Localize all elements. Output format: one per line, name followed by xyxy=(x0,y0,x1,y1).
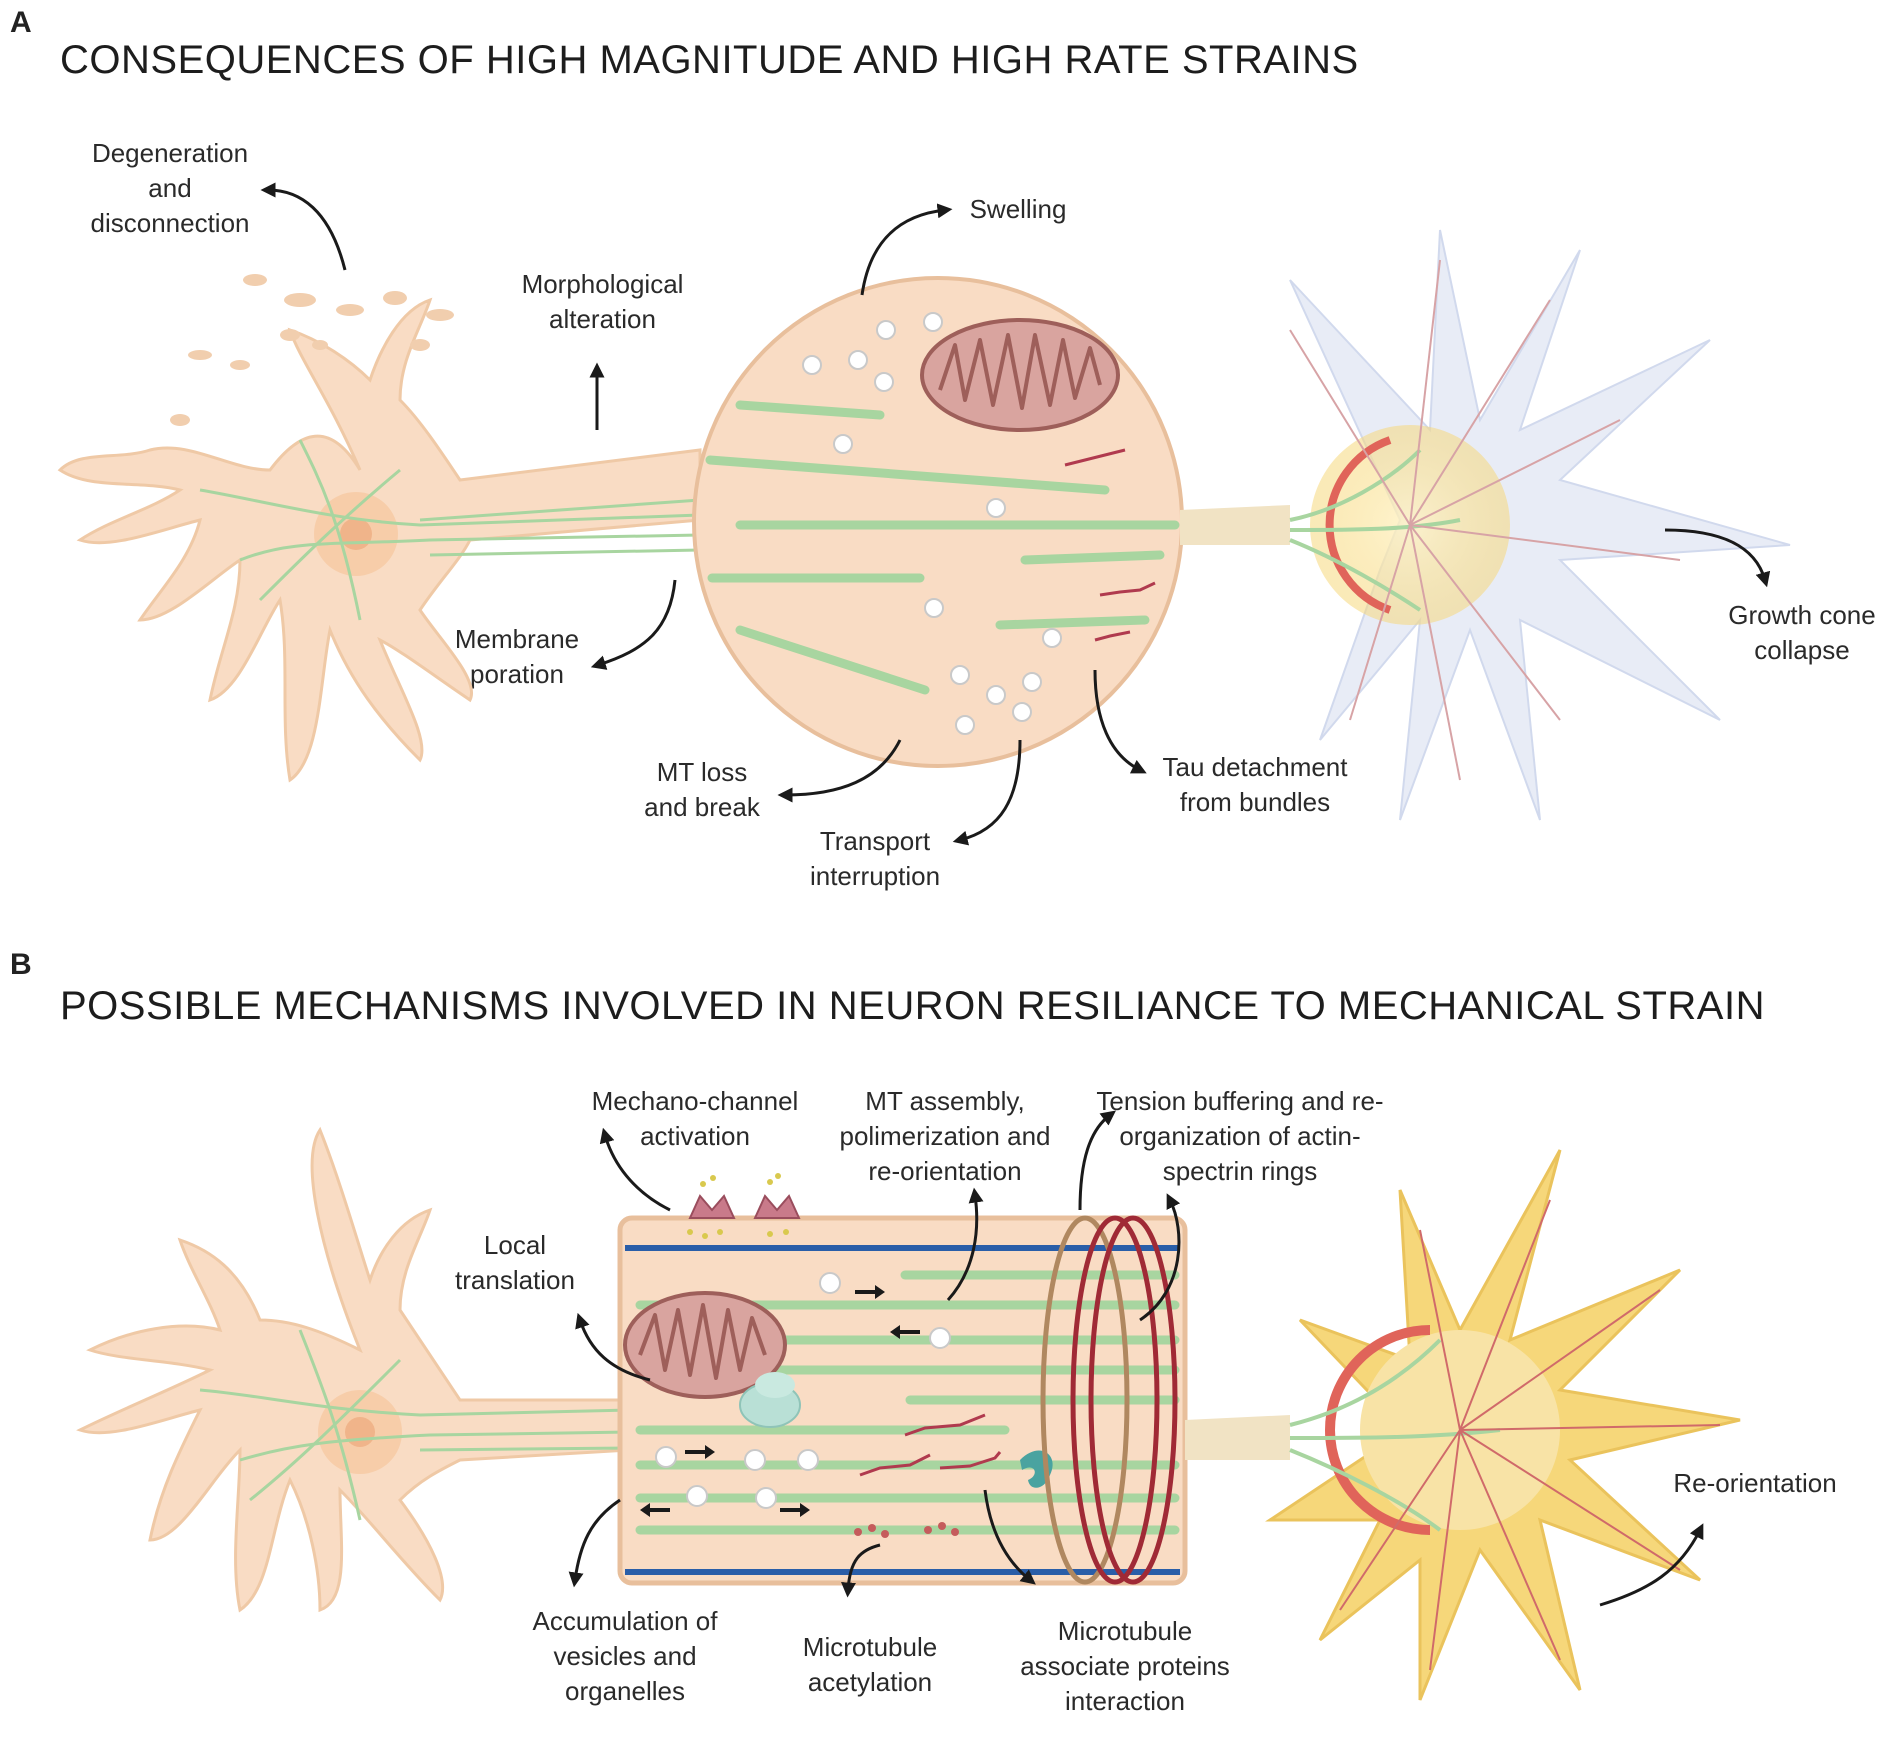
mechano-channels xyxy=(687,1173,801,1239)
label-re-orientation: Re-orientation xyxy=(1673,1468,1837,1498)
label-mechano-channel: Mechano-channel activation xyxy=(591,1086,799,1151)
arrows-panel-b xyxy=(568,1110,1704,1607)
label-growth-cone-collapse: Growth cone collapse xyxy=(1728,600,1876,665)
label-tension-buffering: Tension buffering and re- organization o… xyxy=(1096,1086,1384,1186)
actin-spectrin-rings xyxy=(1040,1215,1178,1585)
panel-b-title: POSSIBLE MECHANISMS INVOLVED IN NEURON R… xyxy=(60,984,1765,1028)
label-mt-loss: MT loss and break xyxy=(644,757,760,822)
panel-a-letter: A xyxy=(10,6,32,39)
label-degeneration: Degeneration and disconnection xyxy=(90,138,250,238)
axon-shaft-a xyxy=(1180,505,1290,545)
mitochondrion-a xyxy=(920,318,1120,432)
mitochondrion-b xyxy=(623,1291,787,1399)
label-transport-interruption: Transport interruption xyxy=(809,826,941,891)
label-mt-assembly: MT assembly, polimerization and re-orien… xyxy=(839,1086,1051,1186)
label-accumulation: Accumulation of vesicles and organelles xyxy=(532,1606,718,1706)
panel-a-title: CONSEQUENCES OF HIGH MAGNITUDE AND HIGH … xyxy=(60,38,1359,82)
arrows-panel-a xyxy=(260,182,1771,846)
label-morphological-alteration: Morphological alteration xyxy=(521,269,684,334)
label-acetylation: Microtubule acetylation xyxy=(802,1632,938,1697)
axon-shaft-b xyxy=(1185,1415,1290,1460)
axonal-segment xyxy=(617,1173,1188,1586)
degeneration-fragments xyxy=(170,274,454,426)
growth-cone-b xyxy=(1265,1149,1741,1701)
neuron-soma-a xyxy=(57,297,702,783)
label-tau-detachment: Tau detachment from bundles xyxy=(1162,752,1348,817)
label-local-translation: Local translation xyxy=(455,1230,575,1295)
panel-b-letter: B xyxy=(10,948,32,981)
growth-cone-collapsed xyxy=(1289,229,1791,821)
label-membrane-poration: Membrane poration xyxy=(454,624,580,689)
neuron-soma-b xyxy=(76,1126,632,1613)
axonal-swelling xyxy=(692,276,1184,768)
label-map-interaction: Microtubule associate proteins interacti… xyxy=(1020,1616,1230,1716)
label-swelling: Swelling xyxy=(969,194,1067,224)
